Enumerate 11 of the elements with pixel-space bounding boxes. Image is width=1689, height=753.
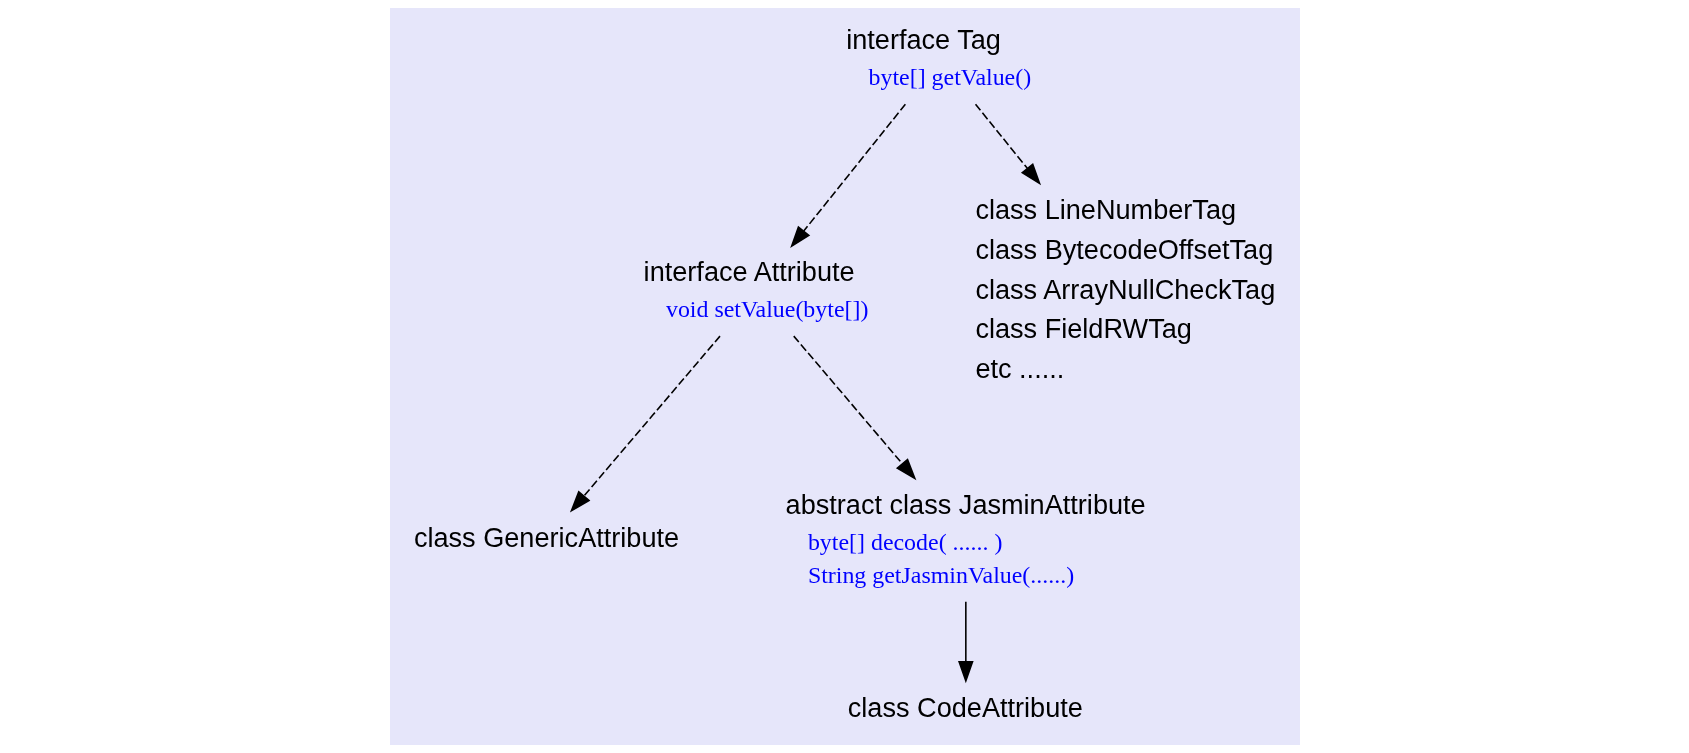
arrow — [569, 335, 721, 513]
node-text: interface Tag byte[] getValue() — [845, 23, 1031, 90]
node-text: class GenericAttribute — [413, 522, 679, 554]
node-text: abstract class JasminAttribute byte[] decode( ...... ) String getJasminValue(......) — [785, 488, 1146, 589]
node-text: class CodeAttribute — [847, 692, 1083, 724]
arrow — [792, 335, 916, 481]
arrow — [957, 600, 974, 684]
arrow — [789, 103, 906, 248]
node-text: class LineNumberTag class BytecodeOffsetTag class ArrayNullCheckTag class FieldRWTag etc ...... — [974, 193, 1275, 385]
node-text: interface Attribute void setValue(byte[]) — [643, 255, 868, 322]
arrow — [974, 103, 1041, 186]
